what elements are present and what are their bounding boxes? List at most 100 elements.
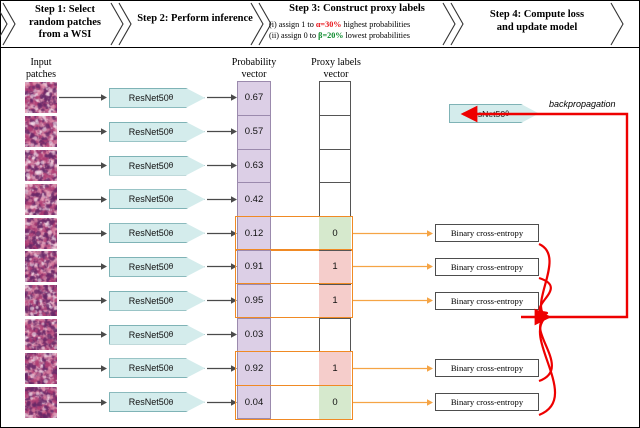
probability-cell-divider [237, 216, 271, 218]
input-patch [25, 183, 57, 215]
resnet50-shape [109, 121, 205, 142]
step-3-rule-beta-suffix: lowest probabilities [343, 31, 410, 40]
binary-cross-entropy-box: Binary cross-entropy [435, 224, 539, 243]
model-to-probability-arrow [207, 364, 237, 373]
model-to-probability-arrow [207, 262, 237, 271]
probability-cell: 0.67 [244, 92, 264, 104]
resnet50-shape [109, 155, 205, 176]
probability-cell-divider [237, 385, 271, 387]
probability-cell: 0.42 [244, 193, 264, 205]
resnet50-theta: θ [168, 363, 174, 373]
backprop-resnet-theta: θ [505, 109, 510, 118]
resnet50-name: ResNet50 [128, 261, 169, 272]
chevron-divider-1 [109, 1, 135, 47]
input-patch [25, 285, 57, 317]
step-4-title: Step 4: Compute loss and update model [467, 9, 607, 34]
proxy-label-cell: 1 [319, 250, 351, 284]
selected-row-highlight [235, 384, 353, 420]
input-patch [25, 319, 57, 350]
step-3-rule-beta-prefix: (ii) assign 0 to [269, 31, 319, 40]
step-3-rule-alpha: (i) assign 1 to α=30% highest probabilit… [269, 20, 447, 31]
header-separator [1, 47, 639, 48]
proxy-cell-divider [319, 114, 351, 116]
chevron-divider-4 [609, 1, 635, 47]
patch-to-model-arrow [59, 161, 107, 170]
step-2-title: Step 2: Perform inference [133, 13, 257, 26]
input-patch [25, 217, 57, 249]
probability-vector-caption: Probability vector [213, 57, 295, 81]
probability-cell: 0.04 [244, 396, 264, 408]
step-3-title: Step 3: Construct proxy labels [271, 3, 443, 16]
patch-to-model-arrow [59, 229, 107, 238]
input-patch [25, 352, 57, 384]
binary-cross-entropy-box: Binary cross-entropy [435, 257, 539, 276]
proxy-cell-divider [319, 250, 351, 251]
resnet50-theta: θ [168, 397, 174, 407]
patch-to-model-arrow [59, 195, 107, 204]
selected-row-highlight [235, 283, 353, 319]
proxy-label-cell: 0 [319, 385, 351, 419]
step-2-line-1: Step 2: Perform inference [137, 13, 253, 24]
probability-cell: 0.92 [244, 362, 264, 374]
resnet50-shape [109, 256, 205, 277]
resnet50-name: ResNet50 [128, 397, 169, 408]
proxy-labels-caption: Proxy labels vector [299, 57, 373, 81]
proxy-to-loss-arrow [353, 229, 433, 238]
proxy-label-cell: 1 [319, 351, 351, 386]
proxy-label-cell [319, 182, 351, 216]
proxy-cell-divider [319, 317, 351, 319]
patch-to-model-arrow [59, 296, 107, 305]
resnet50-theta: θ [168, 296, 174, 306]
resnet50-shape [109, 189, 205, 210]
resnet50-shape [109, 358, 205, 379]
proxy-cell-divider [319, 182, 351, 184]
step-3-rule-beta: (ii) assign 0 to β=20% lowest probabilit… [269, 31, 447, 42]
input-patch [25, 82, 57, 114]
selected-row-highlight [235, 215, 353, 251]
patch-to-model-arrow [59, 364, 107, 373]
input-patches-caption-line-2: patches [26, 69, 56, 80]
resnet50-shape [109, 290, 205, 311]
input-patch [25, 386, 57, 418]
model-to-probability-arrow [207, 229, 237, 238]
model-to-probability-arrow [207, 93, 237, 102]
resnet50-shape [109, 223, 205, 244]
probability-cell-divider [237, 148, 271, 150]
binary-cross-entropy-box: Binary cross-entropy [435, 393, 539, 412]
step-1-line-2: random patches [28, 16, 102, 28]
probability-cell-divider [237, 250, 271, 251]
chevron-divider-0 [0, 1, 19, 47]
resnet50-theta: θ [168, 228, 174, 238]
input-patches-caption: Input patches [9, 57, 73, 81]
probability-cell: 0.63 [244, 159, 264, 171]
proxy-to-loss-arrow [353, 296, 433, 305]
step-1-line-1: Step 1: Select [34, 4, 96, 15]
resnet50-theta: θ [168, 127, 174, 137]
proxy-label-cell [319, 149, 351, 183]
proxy-to-loss-arrow [353, 398, 433, 407]
step-1-line-3: from a WSI [38, 29, 92, 40]
step-1-title: Step 1: Select random patches from a WSI [19, 4, 111, 42]
step-3-rule-alpha-prefix: (i) assign 1 to [269, 20, 316, 29]
resnet50-name: ResNet50 [128, 160, 169, 171]
resnet50-name: ResNet50 [128, 329, 169, 340]
probability-caption-line-2: vector [241, 69, 267, 80]
input-patch [25, 251, 57, 283]
resnet50-theta: θ [168, 161, 174, 170]
backprop-resnet-name: ResNet50 [466, 108, 506, 119]
